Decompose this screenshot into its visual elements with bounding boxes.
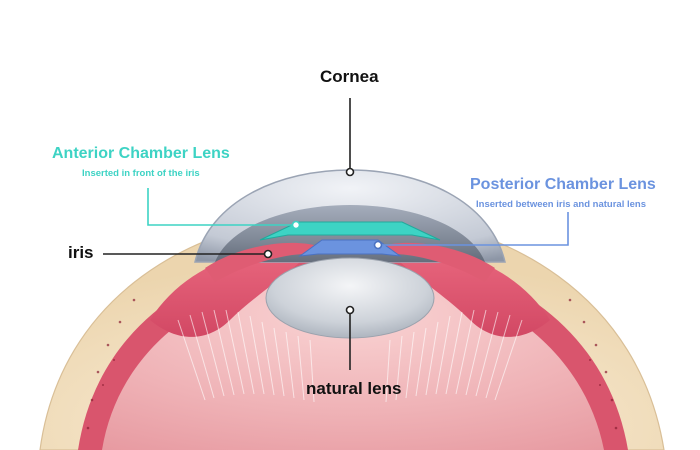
ciliary-body-left: [150, 252, 300, 337]
choroid-texture: [86, 298, 618, 430]
natural-lens-label: natural lens: [306, 379, 402, 398]
leader-lines: [103, 98, 351, 370]
anterior-chamber-lens-subtitle: Inserted in front of the iris: [82, 168, 200, 179]
anterior-leader-line: [147, 188, 296, 226]
iris-left: [205, 242, 318, 282]
anterior-marker: [291, 220, 301, 230]
posterior-marker: [373, 240, 383, 250]
zonule-fibers: [177, 309, 523, 403]
iris-marker: [263, 249, 273, 259]
cornea-label: Cornea: [320, 67, 379, 86]
ciliary-body-right: [400, 252, 550, 337]
posterior-chamber-lens-title: Posterior Chamber Lens: [470, 176, 656, 193]
cornea-marker: [345, 167, 355, 177]
posterior-chamber-lens-subtitle: Inserted between iris and natural lens: [476, 199, 646, 210]
posterior-leader-line: [378, 212, 569, 246]
iris-right: [382, 242, 495, 282]
anterior-chamber-lens-title: Anterior Chamber Lens: [52, 145, 230, 162]
iris-label: iris: [68, 243, 94, 262]
natural-lens-marker: [345, 305, 355, 315]
